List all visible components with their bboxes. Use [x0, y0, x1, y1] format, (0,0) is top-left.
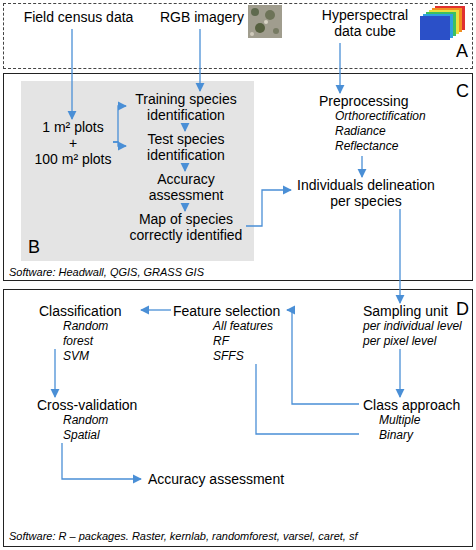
input-label: Hyperspectral data cube	[313, 7, 417, 43]
node-label: Map of species correctly identified	[126, 211, 246, 243]
process-step: Accuracy assessment	[141, 471, 291, 489]
node-label: +	[33, 135, 113, 151]
flow-arrow	[287, 310, 359, 404]
input-panel: A Field census data RGB imagery Hyperspectr…	[3, 3, 473, 69]
node-label: Training species identification	[126, 91, 246, 123]
flow-arrow	[62, 443, 141, 479]
process-step: PreprocessingOrthorectificationRadianceR…	[313, 93, 413, 156]
node-label: Individuals delineation per species	[291, 177, 441, 209]
option-item: Multiple	[359, 413, 467, 428]
option-item: Radiance	[313, 124, 413, 139]
input-label: Field census data	[16, 9, 141, 29]
flow-arrow	[184, 123, 185, 131]
flow-arrow	[184, 163, 185, 171]
processing-panel: C Software: Headwall, QGIS, GRASS GIS B 1 m…	[3, 73, 473, 281]
option-item: RF	[171, 334, 287, 349]
flow-arrow	[361, 156, 362, 177]
option-item: All features	[171, 319, 287, 334]
node-label: Hyperspectral data cube	[313, 7, 417, 39]
flow-arrow	[199, 29, 200, 91]
cube-band	[420, 16, 450, 40]
option-item: Binary	[359, 428, 467, 443]
process-step: Feature selectionAll featuresRFSFFS	[171, 303, 287, 364]
flow-arrow	[339, 43, 340, 93]
software-note: Software: R – packages. Raster, kernlab,…	[9, 530, 358, 543]
panel-letter: D	[456, 299, 469, 319]
node-label: Feature selection	[171, 303, 287, 319]
option-item: Spatial	[33, 428, 141, 443]
option-item: per individual level	[359, 319, 467, 334]
rgb-thumbnail	[248, 5, 282, 38]
node-label: Cross-validation	[33, 397, 141, 413]
option-item: Orthorectification	[313, 109, 413, 124]
process-step: ClassificationRandom forestSVM	[33, 303, 141, 349]
node-label: Accuracy assessment	[126, 171, 246, 203]
flow-arrow	[399, 349, 400, 397]
process-step: Map of species correctly identified	[126, 211, 246, 243]
process-step: Training species identification	[126, 91, 246, 123]
flow-arrow	[256, 364, 359, 434]
node-label: 100 m² plots	[33, 151, 113, 167]
bare-soil	[250, 32, 254, 36]
node-label: Classification	[33, 303, 141, 319]
process-step: Class approachMultipleBinary	[359, 397, 467, 443]
flow-arrow	[184, 203, 185, 211]
node-label: Preprocessing	[313, 93, 413, 109]
process-step: Accuracy assessment	[126, 171, 246, 203]
hyperspectral-cube	[420, 6, 465, 40]
flow-arrow	[399, 209, 400, 303]
flow-arrow	[141, 309, 171, 310]
bare-soil	[264, 20, 268, 24]
software-note: Software: Headwall, QGIS, GRASS GIS	[9, 266, 204, 279]
option-item: Reflectance	[313, 139, 413, 154]
panel-letter: C	[456, 81, 469, 101]
option-item: SFFS	[171, 349, 287, 364]
photo-background	[248, 5, 282, 38]
option-item: per pixel level	[359, 334, 467, 349]
option-item: Random forest	[33, 319, 141, 349]
flow-arrow	[54, 349, 55, 397]
process-step: Test species identification	[126, 131, 246, 163]
option-item: Random	[33, 413, 141, 428]
option-item: SVM	[33, 349, 141, 364]
node-label: Class approach	[359, 397, 467, 413]
shrub	[265, 10, 275, 20]
field-panel: B 1 m² plots+100 m² plots Training species…	[21, 81, 254, 261]
node-label: RGB imagery	[156, 9, 248, 25]
node-label: Sampling unit	[359, 303, 467, 319]
shrub	[273, 28, 279, 34]
process-step: Sampling unitper individual levelper pix…	[359, 303, 467, 349]
process-step: Individuals delineation per species	[291, 177, 441, 209]
node-label: 1 m² plots	[33, 119, 113, 135]
shrub	[251, 8, 259, 16]
panel-letter: A	[456, 41, 468, 61]
plots-box: 1 m² plots+100 m² plots	[33, 119, 113, 167]
node-label: Accuracy assessment	[141, 471, 291, 487]
flow-arrow	[71, 29, 72, 119]
input-label: RGB imagery	[156, 9, 248, 29]
classification-panel: D Software: R – packages. Raster, kernlab…	[3, 289, 473, 547]
shrub	[255, 23, 265, 33]
panel-letter: B	[28, 237, 40, 257]
node-label: Field census data	[16, 9, 141, 25]
node-label: Test species identification	[126, 131, 246, 163]
process-step: Cross-validationRandomSpatial	[33, 397, 141, 443]
